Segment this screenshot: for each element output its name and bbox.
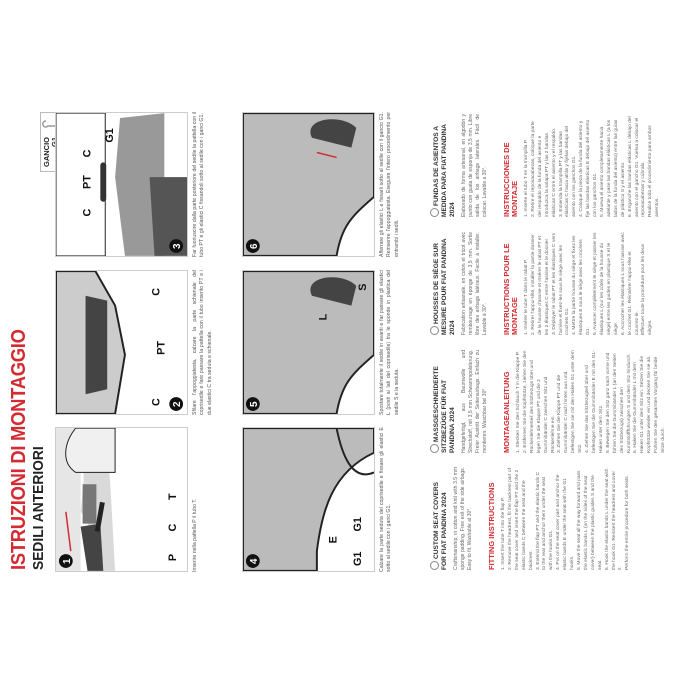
step-3-illustration: 3 C PT C G1 bbox=[55, 112, 188, 257]
lang-heading-text: HOUSSES DE SIÈGE SUR MESURE POUR FIAT PA… bbox=[433, 238, 456, 335]
step-2-illustration: 2 C PT C bbox=[55, 270, 188, 415]
instructions-title: MONTAGEANLEITUNG bbox=[502, 371, 511, 453]
step-5-caption: Spostare totalmente il sedile in avanti … bbox=[379, 270, 400, 415]
label-c: C bbox=[81, 149, 93, 157]
step-text: 3. Déployer le rabat PT et les élastique… bbox=[551, 232, 571, 335]
step-5-number: 5 bbox=[249, 401, 260, 407]
step-5-illustration: 5 S L bbox=[242, 270, 375, 415]
step-2-caption: Sfilare l'appoggiatesta, calzare la part… bbox=[192, 270, 213, 415]
step-text: 5. Bewegen Sie den Sitz ganz nach vorne … bbox=[605, 352, 632, 453]
lang-heading-text: CUSTOM SEAT COVERS FOR FIAT PANDINA 2024 bbox=[433, 481, 448, 570]
lang-column-en: CUSTOM SEAT COVERS FOR FIAT PANDINA 2024… bbox=[430, 467, 632, 570]
lang-heading: CUSTOM SEAT COVERS FOR FIAT PANDINA 2024 bbox=[430, 467, 449, 570]
step-text: 1. Stecken Sie den Schlauch T in die Kla… bbox=[516, 351, 521, 453]
label-g1: G1 bbox=[352, 517, 364, 531]
page-title: ISTRUZIONI DI MONTAGGIO bbox=[8, 329, 30, 570]
uk-flag-icon bbox=[430, 561, 439, 570]
step-text: 5. Mueva el asiento completamente hacia … bbox=[599, 119, 626, 217]
lang-intro: Craftsmanship, in cotton and knit with 3… bbox=[453, 467, 473, 570]
lang-heading: MASSGESCHNEIDERTE SITZBEZÜGE FÜR FIAT PA… bbox=[430, 350, 457, 453]
step-text: 4. Put on the seat cover part and anchor… bbox=[556, 474, 576, 570]
fr-flag-icon bbox=[430, 326, 439, 335]
step-6-caption: Afferrare gli elastici L e fissarli sott… bbox=[379, 112, 400, 257]
step-1-illustration: 1 T C P bbox=[55, 427, 188, 572]
instructions-title: INSTRUCCIONES DE MONTAJE bbox=[502, 142, 519, 217]
label-pt: PT bbox=[155, 341, 167, 355]
label-l: L bbox=[318, 313, 330, 320]
step-text: 1. Inserte el tubo T en la trampilla P. bbox=[524, 139, 529, 217]
page-subtitle: SEDILI ANTERIORI bbox=[30, 446, 47, 570]
label-t: T bbox=[167, 493, 179, 500]
step-1-number: 1 bbox=[62, 558, 73, 564]
step-text: 5. Avancer complètement le siège et pass… bbox=[593, 232, 619, 335]
step-text: 1. Insert the tube T into the flap P. bbox=[501, 497, 506, 570]
label-g1: G1 bbox=[352, 552, 364, 566]
label-e: E bbox=[328, 536, 340, 543]
instructions-title: FITTING INSTRUCTIONS bbox=[487, 482, 496, 571]
lang-heading: HOUSSES DE SIÈGE SUR MESURE POUR FIAT PA… bbox=[430, 232, 457, 335]
lang-heading: FUNDAS DE ASIENTOS A MEDIDA PARA FIAT PA… bbox=[430, 114, 457, 217]
step-text: 2. Remove the headrest, fit the backrest… bbox=[507, 468, 534, 570]
step-text: 3. Extienda la trampilla PT y las bandas… bbox=[558, 125, 578, 217]
lang-heading-text: FUNDAS DE ASIENTOS A MEDIDA PARA FIAT PA… bbox=[433, 124, 456, 217]
lang-intro: Elaborado de forma artesanal, en algodón… bbox=[461, 114, 488, 217]
step-text: 6. Enganche las bandas elásticas L debaj… bbox=[627, 116, 647, 217]
lang-column-es: FUNDAS DE ASIENTOS A MEDIDA PARA FIAT PA… bbox=[430, 114, 662, 217]
step-text: 6. Accrocher les élastiques L sous l'ass… bbox=[620, 232, 640, 335]
step-text: Realice todo el procedimiento para ambos… bbox=[648, 125, 661, 217]
label-c: C bbox=[150, 398, 162, 406]
step-text: Perform the entire procedure for both se… bbox=[625, 475, 631, 570]
step-text: 3. Ziehen Sie die Klappe PT und die Gumm… bbox=[557, 350, 584, 453]
instructions-title: INSTRUCTIONS POUR LE MONTAGE bbox=[502, 243, 519, 335]
step-6-illustration: 6 bbox=[242, 112, 375, 257]
step-text: 2. Entfernen Sie die Kopfstütze, ziehen … bbox=[522, 350, 556, 453]
step-2-number: 2 bbox=[172, 401, 183, 407]
label-c: C bbox=[150, 288, 162, 296]
step-text: 6. Hook the elastic bands L under the se… bbox=[604, 468, 624, 571]
step-text: 2. Retirer l'appui-tête, installer la pa… bbox=[530, 234, 550, 335]
step-1-caption: Inserire nella pattella P il tubo T. bbox=[192, 498, 198, 572]
lang-column-de: MASSGESCHNEIDERTE SITZBEZÜGE FÜR FIAT PA… bbox=[430, 350, 668, 453]
label-g1: G1 bbox=[104, 128, 116, 142]
step-6-number: 6 bbox=[249, 243, 260, 249]
hook-icon bbox=[42, 120, 59, 128]
label-p: P bbox=[167, 554, 179, 561]
step-4-caption: Calzare la parte seduta del coprisedile … bbox=[379, 427, 393, 572]
step-text: 6. Haken Sie die Gummibänder L mit dem H… bbox=[633, 355, 653, 453]
step-text: 4. Ziehen Sie das Sitzbezugteil über und… bbox=[585, 350, 604, 453]
step-text: 2. Retire el reposacabezas, coloque la p… bbox=[530, 121, 557, 217]
label-pt: PT bbox=[81, 175, 93, 189]
hook-legend: GANCIOG1 bbox=[40, 112, 62, 172]
lang-intro: Fabrication artisanale, en coton et tric… bbox=[461, 232, 488, 335]
step-text: 1. Insérer le tube T dans le rabat P. bbox=[524, 259, 529, 335]
de-flag-icon bbox=[430, 444, 439, 453]
step-3-caption: Far fuoriuscire dalla parte posteriore d… bbox=[192, 112, 206, 257]
es-flag-icon bbox=[430, 208, 439, 217]
lang-column-fr: HOUSSES DE SIÈGE SUR MESURE POUR FIAT PA… bbox=[430, 232, 655, 335]
label-c: C bbox=[81, 209, 93, 217]
step-text: Effectuer toute la procédure pour les de… bbox=[641, 244, 654, 335]
lang-heading-text: MASSGESCHNEIDERTE SITZBEZÜGE FÜR FIAT PA… bbox=[433, 366, 456, 453]
label-c: C bbox=[167, 524, 179, 532]
step-3-number: 3 bbox=[172, 243, 183, 249]
step-text: 3. Extend the flap PT and the elastic ba… bbox=[535, 471, 555, 570]
label-s: S bbox=[357, 284, 369, 291]
step-text: 4. Coloque la pieza de la funda del asie… bbox=[579, 119, 599, 217]
step-text: Führen Sie den gesamten Vorgang für beid… bbox=[654, 356, 667, 453]
step-4-number: 4 bbox=[249, 558, 260, 564]
step-text: 5. Move the seat all the way forward and… bbox=[576, 470, 603, 571]
lang-intro: Handgefertigt, aus Baumwolle und Strechs… bbox=[461, 350, 488, 453]
step-text: 4. Mettre la partie housse du siège et f… bbox=[572, 235, 592, 336]
